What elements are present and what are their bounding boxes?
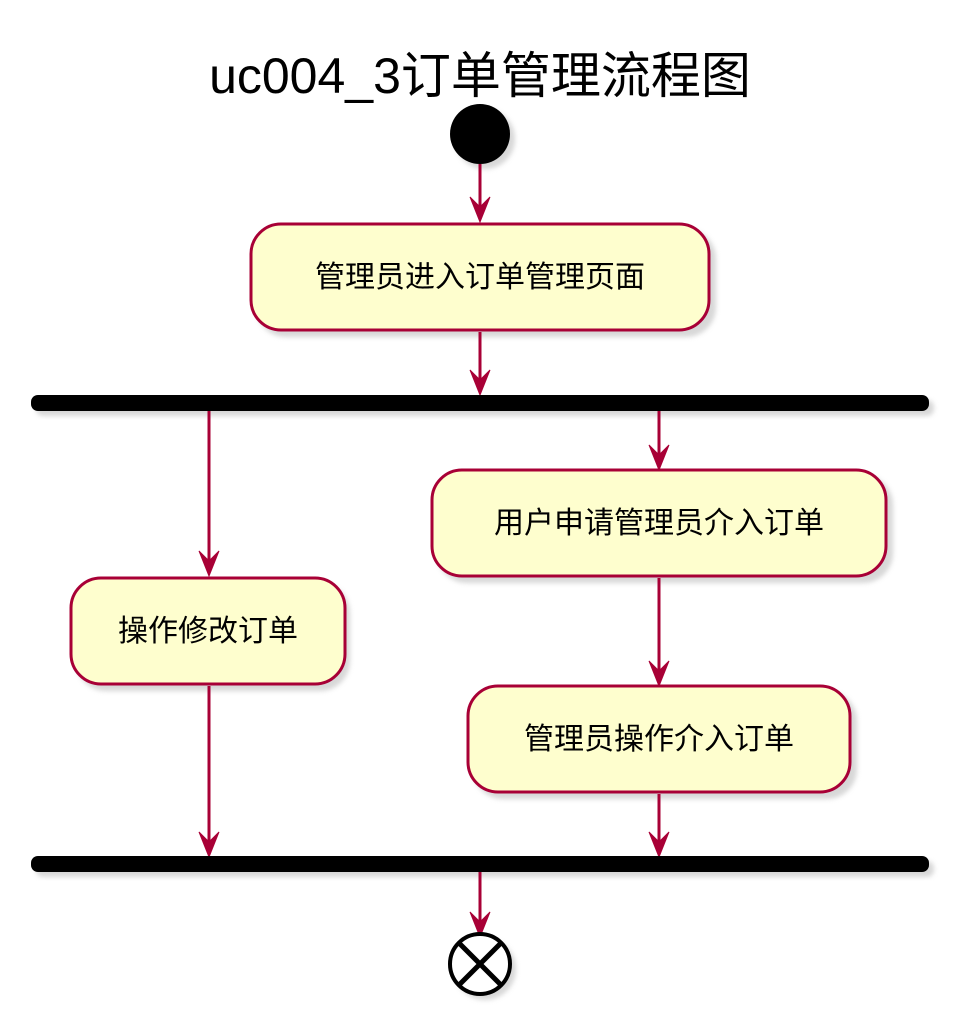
activity-modify-order: 操作修改订单	[69, 576, 350, 691]
activity-label: 管理员进入订单管理页面	[315, 260, 645, 295]
edge-modify-to-join	[198, 686, 220, 859]
edge-user-request-to-admin-intervene	[648, 578, 670, 688]
edge-join-to-end	[469, 872, 491, 939]
start-node	[450, 104, 510, 164]
diagram-title: uc004_3订单管理流程图	[209, 48, 751, 104]
activity-admin-intervene-order: 管理员操作介入订单	[466, 684, 857, 799]
activity-user-request-intervention: 用户申请管理员介入订单	[430, 468, 893, 583]
edge-enter-to-fork	[469, 332, 491, 397]
edge-fork-to-user-request	[648, 411, 670, 472]
fork-bar	[31, 395, 929, 411]
join-bar	[31, 856, 929, 872]
activity-label: 管理员操作介入订单	[524, 722, 794, 757]
edge-start-to-enter	[469, 164, 491, 224]
activity-label: 用户申请管理员介入订单	[494, 506, 824, 541]
edge-admin-intervene-to-join	[648, 794, 670, 859]
activity-enter-order-page: 管理员进入订单管理页面	[249, 222, 716, 337]
activity-label: 操作修改订单	[118, 614, 298, 649]
end-node	[448, 932, 516, 1000]
edge-fork-to-modify	[198, 411, 220, 578]
